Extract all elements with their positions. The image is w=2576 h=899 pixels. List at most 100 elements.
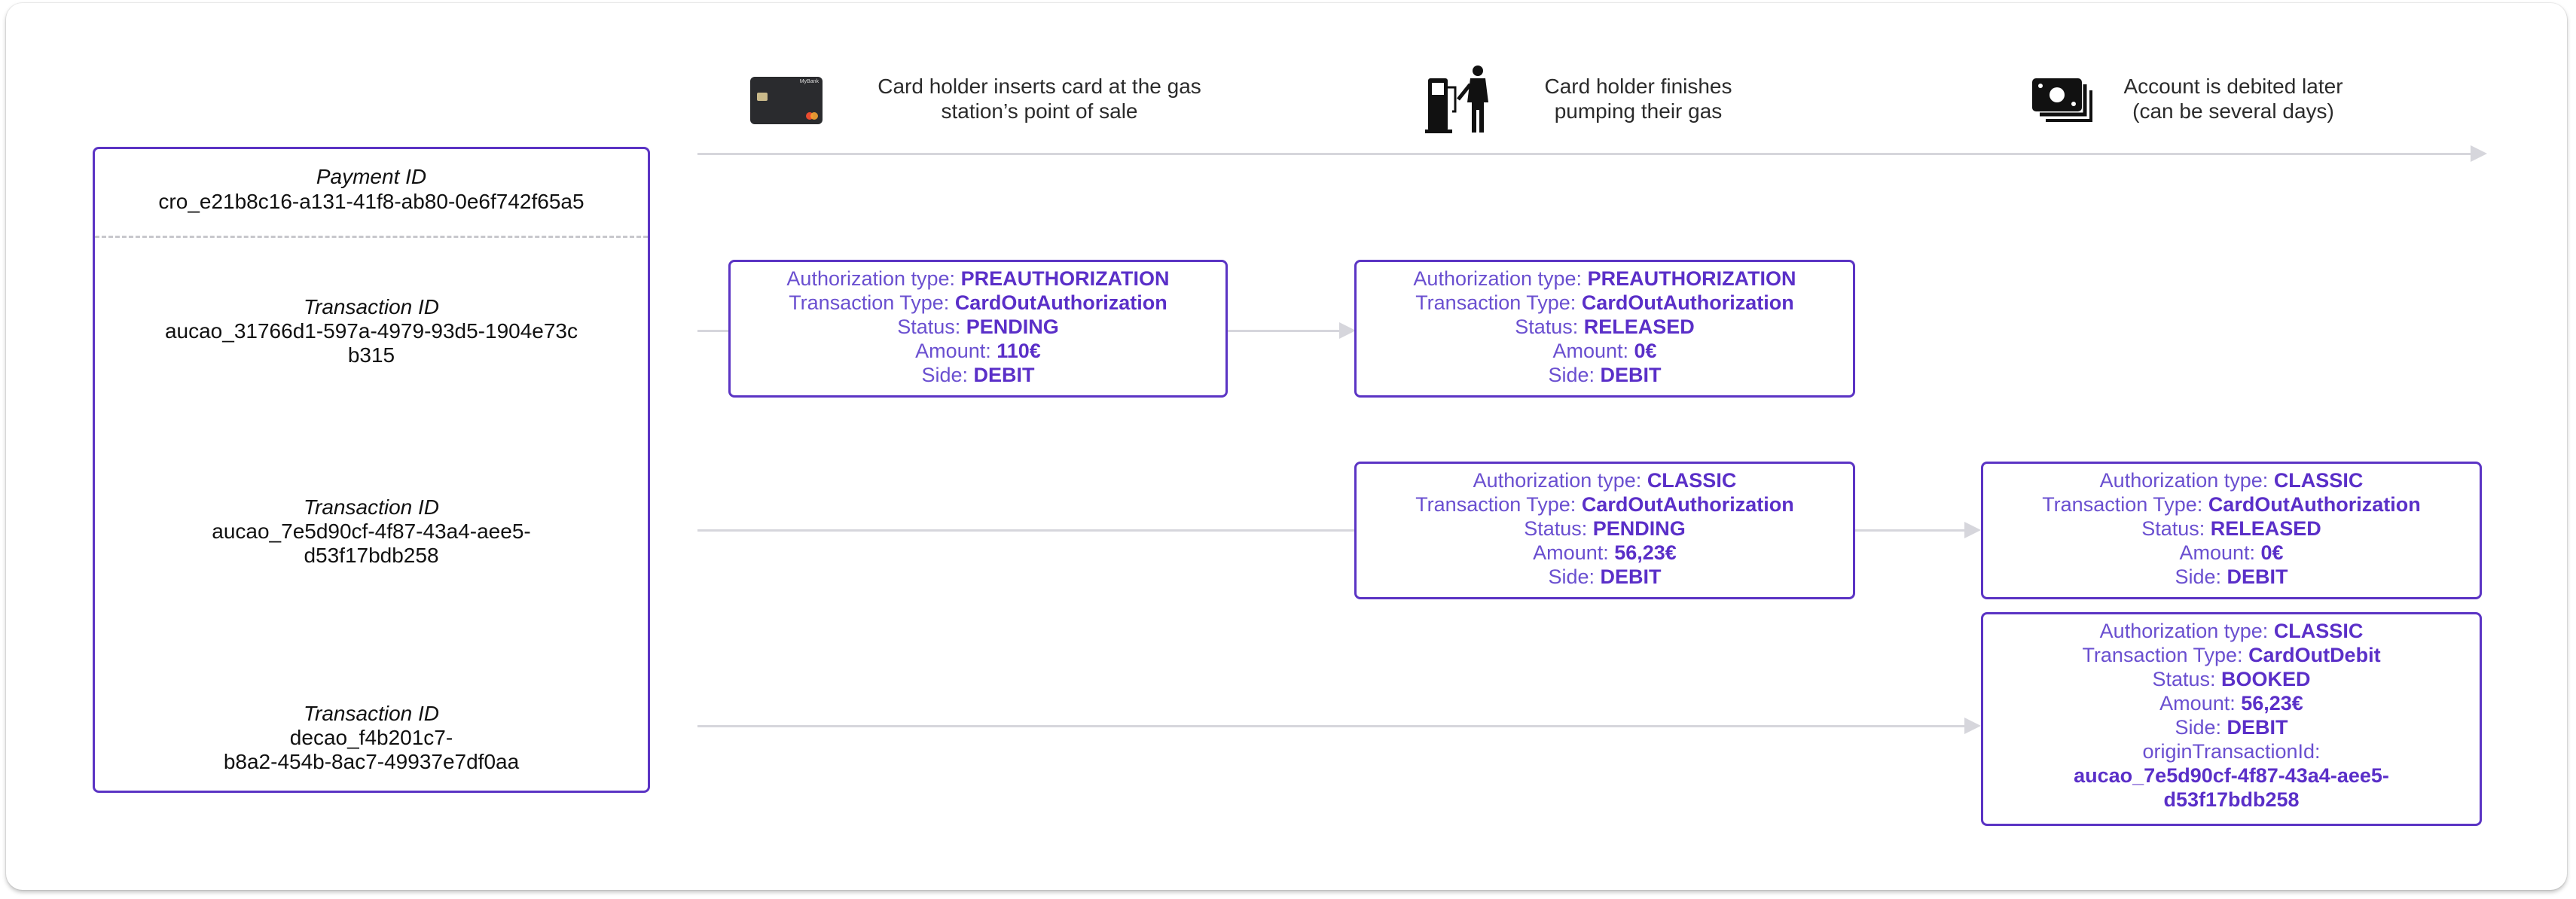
credit-card-icon: MyBank (749, 76, 823, 125)
status-row: Status: RELEASED (1983, 517, 2480, 541)
side-label: Side: (1548, 565, 1601, 588)
tx-type-row: Transaction Type: CardOutAuthorization (731, 291, 1225, 315)
row-2-arrowhead (1964, 522, 1981, 538)
status-row: Status: PENDING (1357, 517, 1853, 541)
amount-label: Amount: (1552, 340, 1634, 362)
gas-pump-icon (1425, 65, 1494, 134)
tx-type-label: Transaction Type: (2042, 493, 2208, 516)
row-3-arrowhead (1964, 718, 1981, 734)
transaction-1-id-line-1: aucao_31766d1-597a-4979-93d5-1904e73c (164, 319, 578, 343)
amount-row: Amount: 56,23€ (1357, 541, 1853, 565)
origin-value-line-2: d53f17bdb258 (2163, 788, 2300, 811)
auth-type-label: Authorization type: (1473, 469, 1647, 492)
transaction-2-id-label: Transaction ID (304, 495, 439, 519)
step-2-line-2: pumping their gas (1554, 99, 1723, 123)
step-1-line-2: station’s point of sale (941, 99, 1138, 123)
auth-box-row1-step1: Authorization type: PREAUTHORIZATION Tra… (728, 260, 1228, 398)
payment-id-label: Payment ID (316, 165, 427, 188)
auth-type-value: CLASSIC (2273, 469, 2364, 492)
tx-type-label: Transaction Type: (1415, 493, 1582, 516)
row-1-connector-mid (1226, 330, 1341, 332)
amount-value: 0€ (2260, 541, 2284, 564)
status-label: Status: (2152, 668, 2222, 690)
tx-type-label: Transaction Type: (2082, 644, 2249, 666)
status-label: Status: (2141, 517, 2211, 540)
side-value: DEBIT (1600, 364, 1662, 386)
status-value: PENDING (1592, 517, 1686, 540)
tx-type-row: Transaction Type: CardOutAuthorization (1357, 492, 1853, 517)
auth-type-value: PREAUTHORIZATION (1587, 267, 1796, 290)
card-brand-label: MyBank (799, 79, 819, 84)
side-label: Side: (2175, 716, 2227, 739)
side-value: DEBIT (1600, 565, 1662, 588)
auth-type-row: Authorization type: PREAUTHORIZATION (1357, 267, 1853, 291)
status-value: BOOKED (2221, 668, 2311, 690)
step-3-line-2: (can be several days) (2132, 99, 2334, 123)
auth-type-row: Authorization type: CLASSIC (1357, 468, 1853, 492)
step-1-text: Card holder inserts card at the gas stat… (851, 74, 1228, 123)
row-1-connector-left (697, 330, 731, 332)
amount-row: Amount: 110€ (731, 339, 1225, 363)
row-2-connector-left (697, 529, 1355, 532)
tx-type-row: Transaction Type: CardOutAuthorization (1357, 291, 1853, 315)
step-2-line-1: Card holder finishes (1544, 75, 1732, 98)
transaction-2-id-line-1: aucao_7e5d90cf-4f87-43a4-aee5- (212, 520, 531, 543)
id-panel (93, 147, 650, 793)
money-icon (2031, 74, 2092, 122)
transaction-3-id-line-1: decao_f4b201c7- (289, 726, 453, 749)
auth-box-row1-step2: Authorization type: PREAUTHORIZATION Tra… (1354, 260, 1855, 398)
auth-type-label: Authorization type: (1413, 267, 1588, 290)
side-label: Side: (921, 364, 974, 386)
amount-label: Amount: (2179, 541, 2261, 564)
transaction-1-id-line-2: b315 (347, 343, 395, 367)
id-panel-divider (95, 236, 648, 238)
auth-type-row: Authorization type: CLASSIC (1983, 468, 2480, 492)
timeline-arrowhead (2471, 145, 2487, 162)
status-label: Status: (1515, 315, 1584, 338)
side-label: Side: (2175, 565, 2227, 588)
auth-type-label: Authorization type: (786, 267, 961, 290)
timeline-line (697, 153, 2475, 155)
amount-value: 56,23€ (2241, 692, 2303, 715)
auth-type-row: Authorization type: PREAUTHORIZATION (731, 267, 1225, 291)
row-2-connector-mid (1853, 529, 1966, 532)
tx-type-row: Transaction Type: CardOutDebit (1983, 643, 2480, 667)
amount-row: Amount: 56,23€ (1983, 691, 2480, 715)
side-row: Side: DEBIT (1357, 363, 1853, 387)
amount-value: 110€ (997, 340, 1041, 362)
auth-type-label: Authorization type: (2099, 620, 2274, 642)
side-row: Side: DEBIT (1357, 565, 1853, 589)
amount-row: Amount: 0€ (1357, 339, 1853, 363)
status-row: Status: BOOKED (1983, 667, 2480, 691)
status-label: Status: (897, 315, 966, 338)
step-1-line-1: Card holder inserts card at the gas (877, 75, 1201, 98)
tx-type-value: CardOutAuthorization (1581, 291, 1794, 314)
side-label: Side: (1548, 364, 1601, 386)
tx-type-value: CardOutAuthorization (2208, 493, 2421, 516)
transaction-2-id-value: aucao_7e5d90cf-4f87-43a4-aee5- d53f17bdb… (95, 520, 648, 568)
amount-value: 0€ (1634, 340, 1657, 362)
side-row: Side: DEBIT (1983, 565, 2480, 589)
payment-id-value: cro_e21b8c16-a131-41f8-ab80-0e6f742f65a5 (158, 190, 584, 213)
transaction-1-id-value: aucao_31766d1-597a-4979-93d5-1904e73c b3… (95, 319, 648, 367)
transaction-2-id-line-2: d53f17bdb258 (304, 544, 439, 567)
auth-type-value: CLASSIC (1647, 469, 1737, 492)
auth-type-row: Authorization type: CLASSIC (1983, 619, 2480, 643)
step-3-line-1: Account is debited later (2123, 75, 2343, 98)
tx-type-label: Transaction Type: (1415, 291, 1582, 314)
status-label: Status: (1524, 517, 1593, 540)
step-3-text: Account is debited later (can be several… (2094, 74, 2373, 123)
auth-type-value: CLASSIC (2273, 620, 2364, 642)
transaction-3-id-label: Transaction ID (304, 702, 439, 725)
side-row: Side: DEBIT (731, 363, 1225, 387)
amount-value: 56,23€ (1614, 541, 1677, 564)
tx-type-value: CardOutDebit (2248, 644, 2381, 666)
row-3-connector (697, 725, 1966, 727)
side-row: Side: DEBIT (1983, 715, 2480, 739)
side-value: DEBIT (2227, 565, 2288, 588)
amount-label: Amount: (1533, 541, 1615, 564)
side-value: DEBIT (2227, 716, 2288, 739)
origin-label-row: originTransactionId: (1983, 739, 2480, 763)
amount-label: Amount: (2159, 692, 2242, 715)
step-2-text: Card holder finishes pumping their gas (1495, 74, 1781, 123)
